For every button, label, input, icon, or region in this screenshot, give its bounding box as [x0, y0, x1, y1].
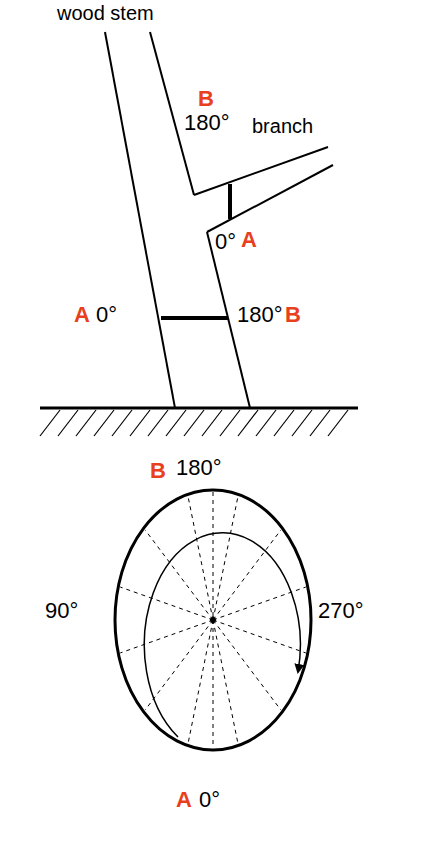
radial-line: [145, 530, 213, 620]
hatch-stroke: [202, 410, 222, 436]
hatch-stroke: [40, 410, 60, 436]
angle-label: 0°: [199, 787, 220, 813]
point-letter: A: [176, 787, 192, 813]
radial-line: [120, 587, 213, 620]
point-letter: A: [241, 227, 257, 253]
hatch-stroke: [148, 410, 168, 436]
angle-label: 0°: [215, 229, 236, 255]
angle-label: 180°: [184, 110, 230, 136]
radial-line: [188, 497, 213, 620]
stem-outline: [105, 32, 333, 408]
hatch-stroke: [220, 410, 240, 436]
hatch-stroke: [166, 410, 186, 436]
direction-arrow: [144, 533, 300, 737]
radial-line: [213, 620, 306, 653]
hatch-stroke: [274, 410, 294, 436]
hatch-stroke: [58, 410, 78, 436]
hatch-stroke: [112, 410, 132, 436]
hatch-stroke: [238, 410, 258, 436]
hatch-stroke: [94, 410, 114, 436]
hatch-stroke: [184, 410, 204, 436]
angle-label: 180°: [176, 455, 222, 481]
angle-label: 180°: [237, 302, 283, 328]
branch-section: [228, 184, 232, 219]
stem-section: [161, 316, 228, 320]
angle-label: 270°: [318, 598, 364, 624]
point-letter: B: [198, 86, 214, 112]
radial-line: [188, 620, 213, 743]
pith-dot: [210, 617, 216, 623]
ground-hatching: [40, 410, 348, 436]
cross-section-outline: [115, 490, 311, 750]
radial-line: [213, 530, 281, 620]
hatch-stroke: [256, 410, 276, 436]
hatch-stroke: [328, 410, 348, 436]
radial-lines: [120, 492, 306, 748]
point-letter: A: [74, 302, 90, 328]
hatch-stroke: [130, 410, 150, 436]
radial-line: [145, 620, 213, 710]
angle-label: 90°: [45, 598, 78, 624]
radial-line: [213, 620, 238, 743]
hatch-stroke: [292, 410, 312, 436]
radial-line: [213, 620, 281, 710]
angle-label: 0°: [96, 302, 117, 328]
point-letter: B: [285, 302, 301, 328]
hatch-stroke: [76, 410, 96, 436]
radial-line: [120, 620, 213, 653]
hatch-stroke: [310, 410, 330, 436]
radial-line: [213, 497, 238, 620]
point-letter: B: [150, 458, 166, 484]
ground-line: [40, 407, 358, 410]
part-name: branch: [252, 113, 313, 139]
part-name: wood stem: [57, 0, 154, 26]
